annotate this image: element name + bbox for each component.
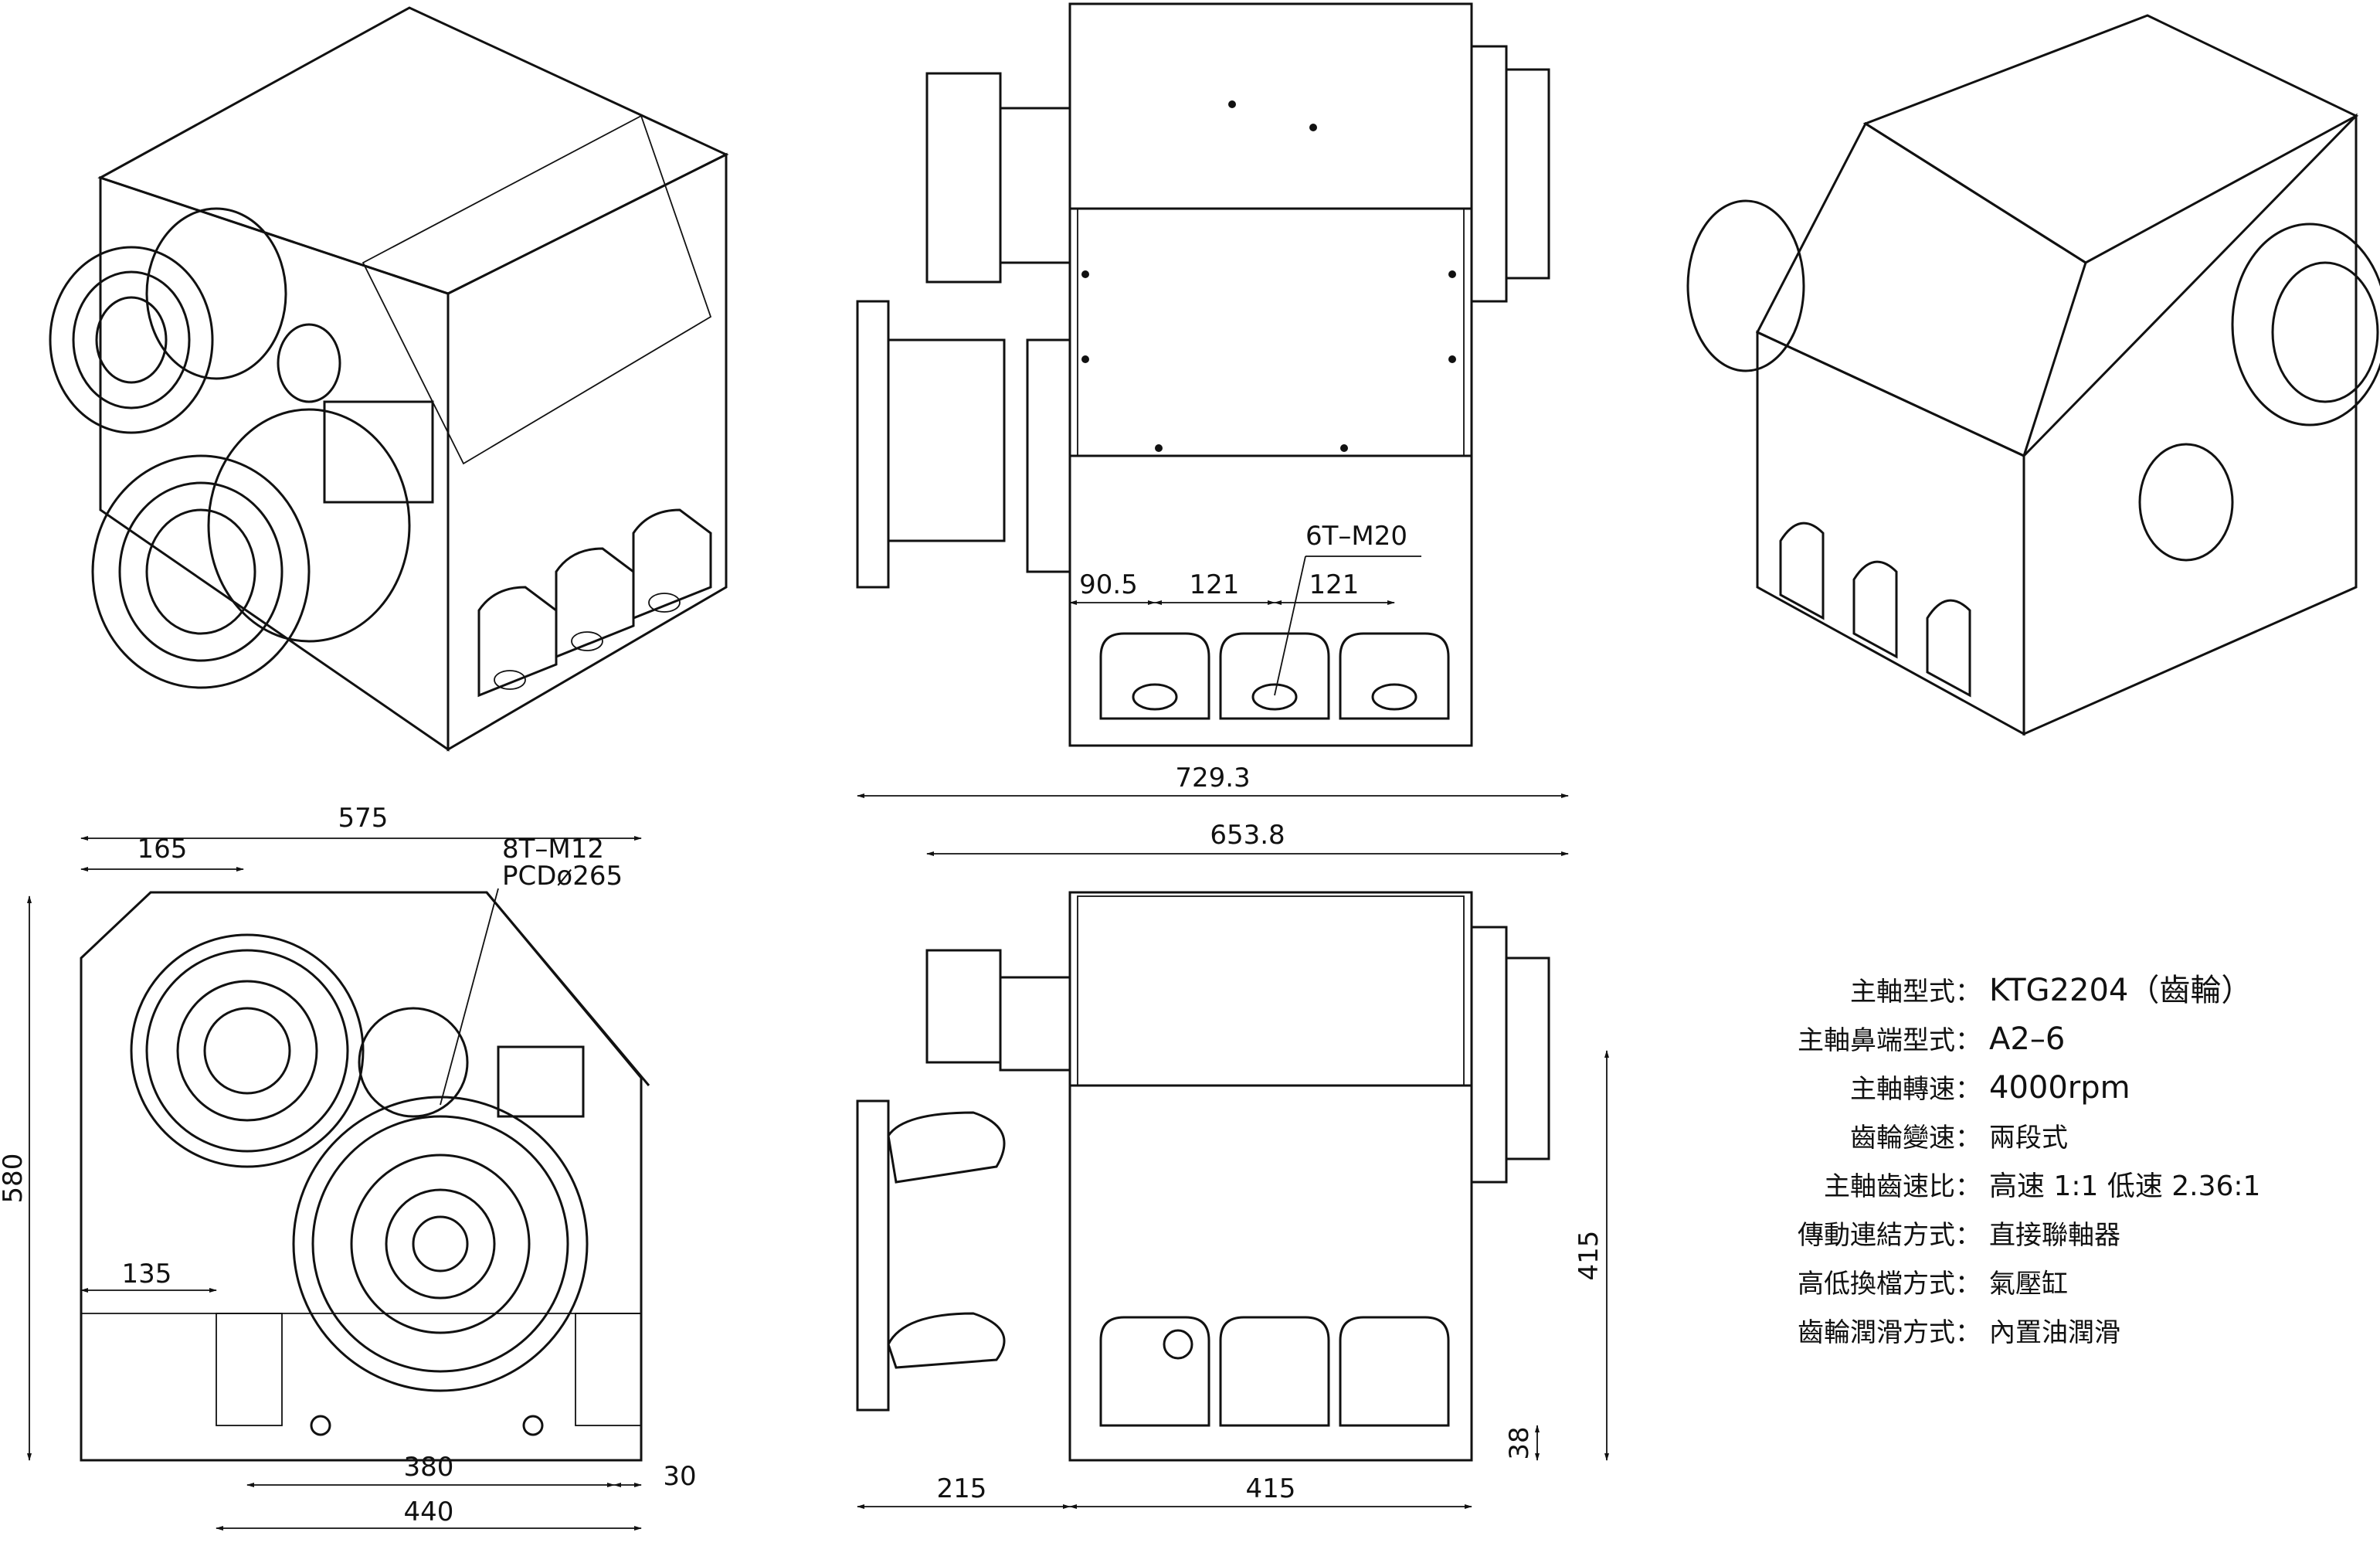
dim-575: 575 — [338, 803, 389, 834]
dim-415-vertical: 415 — [1574, 1231, 1604, 1281]
dimension-labels: 575 165 8T–M12 PCDø265 580 135 380 30 44… — [0, 521, 1604, 1527]
dim-165: 165 — [138, 834, 188, 865]
iso-view-right — [1686, 14, 2380, 736]
spec-4-value: 兩段式 — [1989, 1123, 2068, 1154]
dim-215: 215 — [937, 1473, 987, 1504]
spec-5-value: 高速 1:1 低速 2.36:1 — [1989, 1171, 2260, 1202]
spec-7-value: 氣壓缸 — [1989, 1269, 2068, 1300]
dim-38: 38 — [1504, 1426, 1535, 1459]
iso-left-upper-flange — [49, 207, 287, 434]
spec-5-label: 主軸齒速比： — [1824, 1171, 1981, 1202]
note-pcd265: PCDø265 — [502, 861, 623, 892]
iso-left-pockets — [477, 508, 712, 698]
spec-2-label: 主軸鼻端型式： — [1798, 1025, 1981, 1056]
spec-8-label: 齒輪潤滑方式： — [1798, 1317, 1981, 1348]
side-view-bottom — [856, 891, 1550, 1462]
end-view-small-flange — [130, 933, 365, 1168]
dim-440: 440 — [404, 1497, 454, 1527]
dim-380: 380 — [404, 1452, 454, 1483]
note-6t-m20: 6T–M20 — [1305, 521, 1407, 552]
dim-121-a: 121 — [1190, 569, 1240, 600]
spec-3-label: 主軸轉速： — [1850, 1074, 1981, 1105]
spec-6-label: 傳動連結方式： — [1798, 1220, 1981, 1251]
spec-8-value: 內置油潤滑 — [1989, 1317, 2120, 1348]
iso-left-lower-flange — [91, 408, 411, 689]
dim-121-b: 121 — [1309, 569, 1360, 600]
spec-3-value: 4000rpm — [1989, 1070, 2130, 1106]
dim-415-horizontal: 415 — [1246, 1473, 1296, 1504]
spec-6-value: 直接聯軸器 — [1989, 1220, 2120, 1251]
dim-135: 135 — [122, 1259, 172, 1289]
end-view-bottom-left — [80, 891, 650, 1462]
spec-7-label: 高低換檔方式： — [1798, 1269, 1981, 1300]
spec-1-label: 主軸型式： — [1850, 977, 1981, 1007]
front-view-top — [856, 2, 1550, 747]
dim-653-8: 653.8 — [1210, 820, 1285, 851]
end-view-big-flange — [292, 1096, 589, 1392]
spec-table: 主軸型式： KTG2204（齒輪） 主軸鼻端型式： A2–6 主軸轉速： 400… — [1798, 973, 2260, 1348]
spec-2-value: A2–6 — [1989, 1021, 2065, 1057]
spec-4-label: 齒輪變速： — [1850, 1123, 1981, 1154]
front-pockets — [1099, 632, 1450, 720]
iso-right-pockets — [1779, 522, 1971, 698]
dim-729-3: 729.3 — [1175, 763, 1250, 793]
side-pockets — [1099, 1316, 1450, 1427]
dimension-lines — [27, 556, 1609, 1531]
dim-90-5: 90.5 — [1079, 569, 1138, 600]
note-8t-m12: 8T–M12 — [502, 834, 604, 865]
spec-1-value: KTG2204（齒輪） — [1989, 973, 2252, 1008]
dim-580: 580 — [0, 1154, 29, 1204]
dim-30: 30 — [663, 1461, 696, 1492]
iso-view-left — [49, 6, 729, 752]
